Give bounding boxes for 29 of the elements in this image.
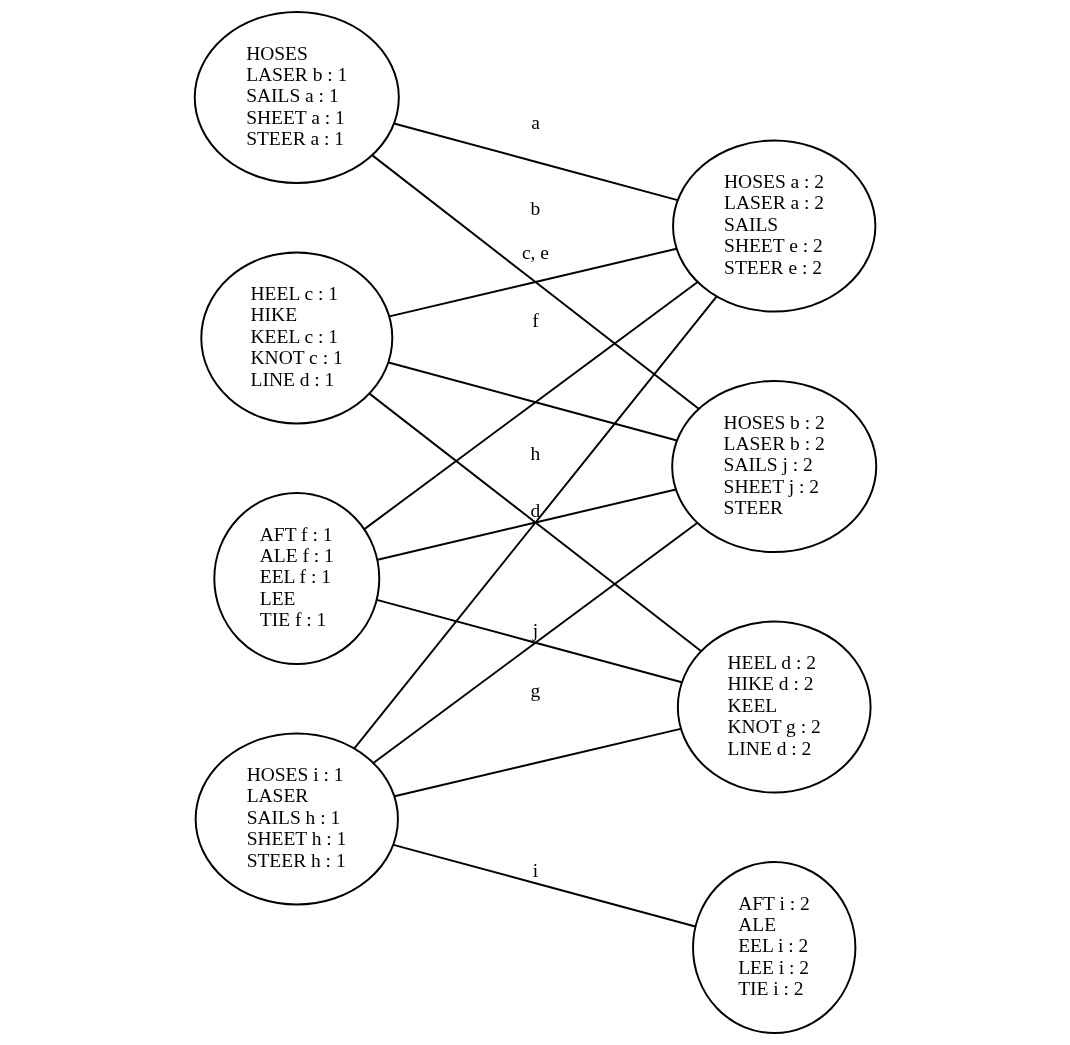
- connector: [393, 727, 682, 798]
- edge-label: d: [530, 500, 540, 522]
- node-ellipse: HOSES i : 1 LASER SAILS h : 1 SHEET h : 1 STEER h : 1: [194, 732, 399, 906]
- node-ellipse: HOSES LASER b : 1 SAILS a : 1 SHEET a : 1 STEER a : 1: [193, 10, 400, 184]
- edge-label: a: [530, 111, 540, 133]
- connector: [387, 361, 678, 442]
- connector: [391, 843, 696, 928]
- node-circle: AFT f : 1 ALE f : 1 EEL f : 1 LEE TIE f : 1: [212, 491, 380, 665]
- edge-label: g: [530, 680, 540, 702]
- connector: [371, 521, 698, 764]
- connector: [387, 247, 677, 318]
- node-ellipse: HOSES b : 2 LASER b : 2 SAILS j : 2 SHEET j : 2 STEER: [670, 380, 877, 554]
- connector: [368, 392, 702, 652]
- node-ellipse: HEEL c : 1 HIKE KEEL c : 1 KNOT c : 1 LINE d : 1: [199, 251, 393, 425]
- node-circle: AFT i : 2 ALE EEL i : 2 LEE i : 2 TIE i : 2: [691, 861, 856, 1035]
- edge-label: b: [530, 198, 540, 220]
- node-ellipse: HOSES a : 2 LASER a : 2 SAILS SHEET e : 2 STEER e : 2: [671, 139, 876, 313]
- edge-label: i: [532, 860, 538, 882]
- connector: [370, 154, 700, 410]
- connector: [375, 598, 683, 684]
- connector: [352, 295, 717, 750]
- connector: [362, 281, 699, 531]
- edge-label: c, e: [521, 242, 549, 264]
- connector: [376, 488, 677, 561]
- edge-label: j: [532, 619, 538, 641]
- edge-label: f: [531, 310, 539, 332]
- edge-label: h: [530, 442, 540, 464]
- node-ellipse: HEEL d : 2 HIKE d : 2 KEEL KNOT g : 2 LINE d : 2: [676, 620, 872, 794]
- connector: [392, 122, 679, 202]
